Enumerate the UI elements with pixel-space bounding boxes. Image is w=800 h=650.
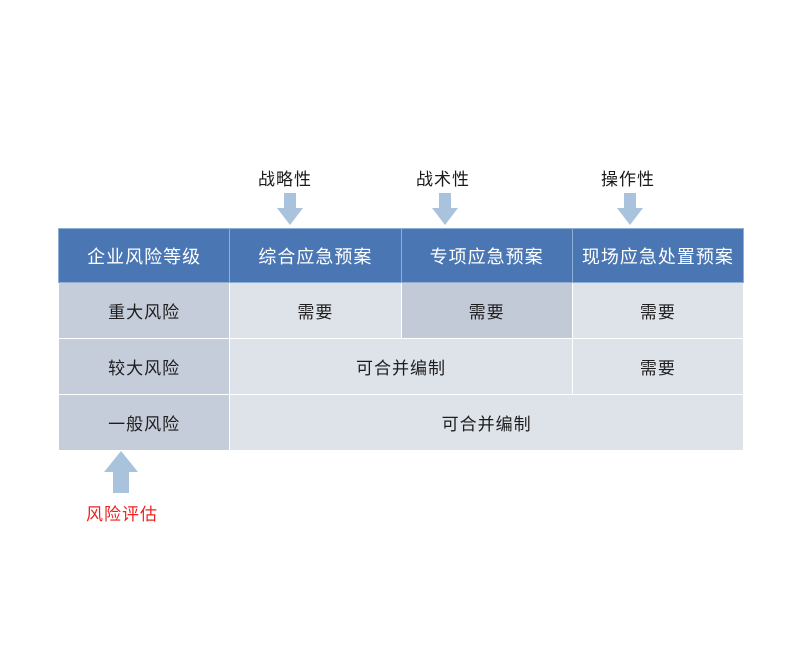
row-header-larger-risk: 较大风险 <box>57 338 231 395</box>
annotation-label-strategic: 战略性 <box>258 170 312 190</box>
cell-larger-onsite: 需要 <box>571 338 745 395</box>
column-header-onsite-plan: 现场应急处置预案 <box>571 228 745 283</box>
annotation-label-operational: 操作性 <box>601 170 655 190</box>
annotation-label-risk-assessment: 风险评估 <box>86 505 158 525</box>
annotation-label-tactical: 战术性 <box>416 170 470 190</box>
cell-major-special: 需要 <box>400 282 573 339</box>
table-row: 较大风险 可合并编制 需要 <box>57 338 745 395</box>
table-row: 一般风险 可合并编制 <box>57 394 744 451</box>
arrow-shaft <box>284 193 296 209</box>
column-header-comprehensive-plan: 综合应急预案 <box>229 228 402 283</box>
arrow-head <box>432 208 458 225</box>
row-header-major-risk: 重大风险 <box>57 282 231 339</box>
arrow-shaft <box>624 193 636 209</box>
column-header-special-plan: 专项应急预案 <box>400 228 573 283</box>
arrow-down-icon-strategic <box>277 193 303 225</box>
cell-major-onsite: 需要 <box>571 282 745 339</box>
cell-larger-merged: 可合并编制 <box>229 338 573 395</box>
risk-plan-matrix: 企业风险等级 综合应急预案 专项应急预案 现场应急处置预案 重大风险 需要 需要… <box>57 228 745 451</box>
column-header-risk-level: 企业风险等级 <box>57 228 231 283</box>
arrow-shaft <box>113 471 129 493</box>
row-header-general-risk: 一般风险 <box>57 394 231 451</box>
table-header-row: 企业风险等级 综合应急预案 专项应急预案 现场应急处置预案 <box>57 228 745 283</box>
arrow-head <box>104 451 138 472</box>
cell-general-merged: 可合并编制 <box>229 394 744 451</box>
arrow-shaft <box>439 193 451 209</box>
arrow-head <box>617 208 643 225</box>
arrow-head <box>277 208 303 225</box>
table-row: 重大风险 需要 需要 需要 <box>57 282 745 339</box>
cell-major-comprehensive: 需要 <box>229 282 402 339</box>
arrow-up-icon-risk-assessment <box>104 451 138 493</box>
arrow-down-icon-tactical <box>432 193 458 225</box>
arrow-down-icon-operational <box>617 193 643 225</box>
